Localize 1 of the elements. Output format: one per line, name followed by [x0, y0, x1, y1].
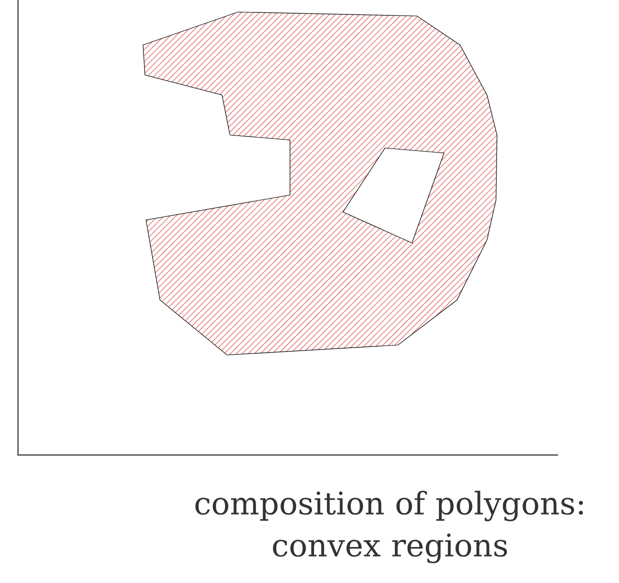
caption: composition of polygons: convex regions	[195, 490, 583, 564]
